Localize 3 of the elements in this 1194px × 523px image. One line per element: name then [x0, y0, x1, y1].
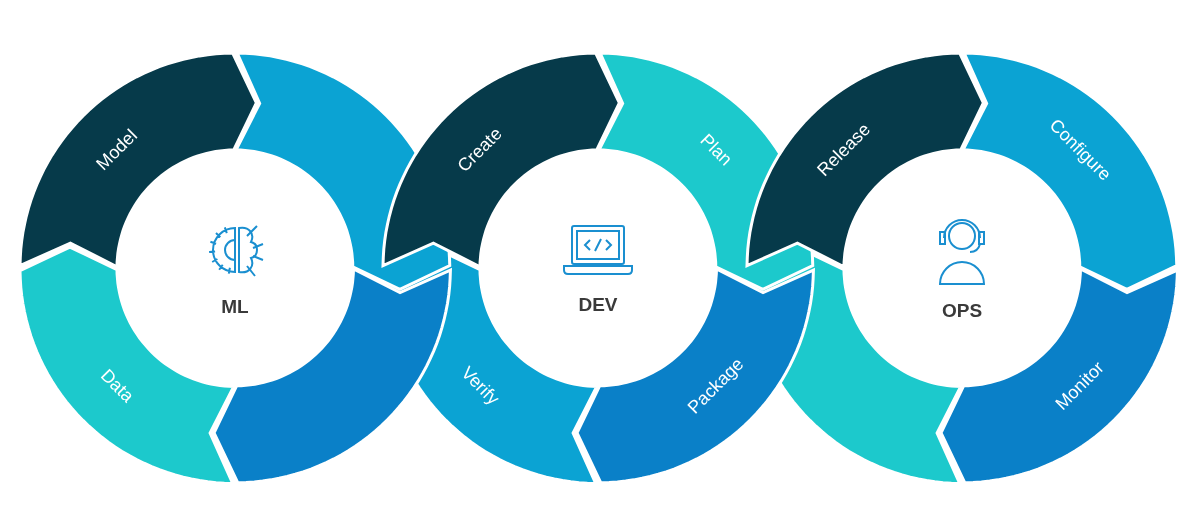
hub-label: OPS [941, 300, 983, 322]
hub-label: DEV [578, 294, 618, 316]
hub-label: ML [221, 296, 249, 318]
